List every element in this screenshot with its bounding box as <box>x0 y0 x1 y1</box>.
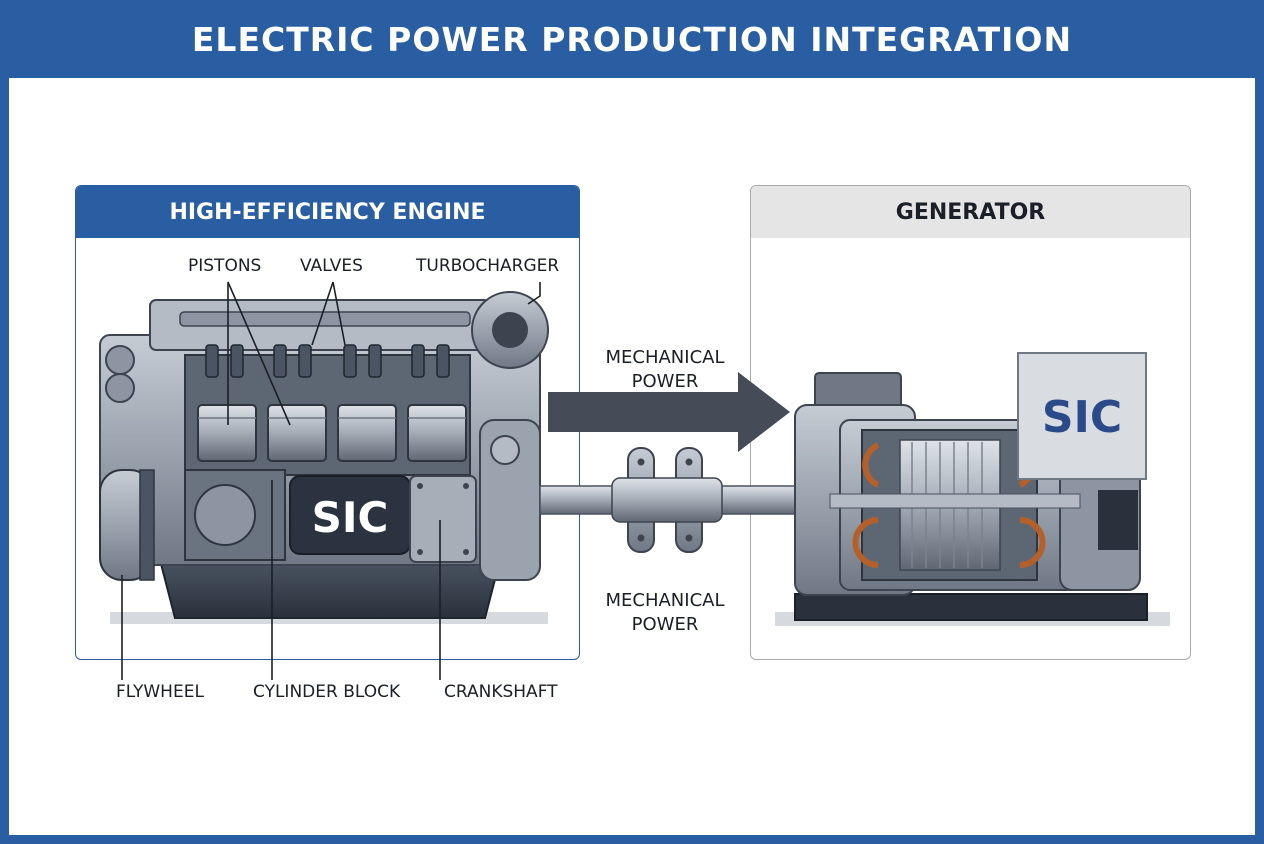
flow-label-top: MECHANICAL POWER <box>580 346 750 394</box>
label-valves: VALVES <box>300 256 363 276</box>
flywheel-ring-gear <box>139 469 155 581</box>
engine-badge-text: SIC <box>312 493 389 542</box>
label-turbocharger: TURBOCHARGER <box>416 256 560 276</box>
turbocharger-inlet <box>492 312 528 348</box>
label-crankshaft: CRANKSHAFT <box>444 682 558 702</box>
piston-set <box>197 404 467 462</box>
title-bar: ELECTRIC POWER PRODUCTION INTEGRATION <box>0 0 1264 78</box>
inspection-cover <box>409 475 477 563</box>
flow-label-bottom: MECHANICAL POWER <box>580 589 750 637</box>
valve-set <box>205 344 450 378</box>
pistons-leader <box>227 281 291 426</box>
engine-illustration <box>99 291 549 624</box>
generator-badge-cabinet <box>1017 352 1147 480</box>
label-pistons: PISTONS <box>188 256 262 276</box>
flow-label-bottom-line2: POWER <box>631 614 699 635</box>
engine-side-port <box>105 373 135 403</box>
drive-shaft <box>539 447 831 553</box>
turbocharger-leader <box>527 282 541 305</box>
rotor-shaft <box>829 493 1081 509</box>
oil-pan <box>158 559 502 619</box>
label-cylinder-block: CYLINDER BLOCK <box>253 682 401 702</box>
page-title: ELECTRIC POWER PRODUCTION INTEGRATION <box>191 19 1073 59</box>
flow-label-top-line1: MECHANICAL <box>605 347 725 368</box>
valves-leader <box>311 281 334 346</box>
generator-badge-text: SIC <box>1042 392 1122 443</box>
flow-label-top-line2: POWER <box>631 371 699 392</box>
mechanical-power-arrow <box>548 372 790 452</box>
generator-panel-header: GENERATOR <box>751 186 1190 238</box>
generator-illustration <box>775 352 1170 626</box>
generator-base <box>794 593 1148 621</box>
engine-panel-header: HIGH-EFFICIENCY ENGINE <box>76 186 579 238</box>
generator-vent <box>1098 490 1138 550</box>
callout-lines <box>121 281 541 680</box>
engine-side-port <box>105 345 135 375</box>
label-flywheel: FLYWHEEL <box>116 682 204 702</box>
coupling-hub <box>611 477 723 523</box>
camshaft <box>179 311 471 327</box>
valves-leader <box>332 281 346 346</box>
flow-label-bottom-line1: MECHANICAL <box>605 590 725 611</box>
crankshaft-journal <box>194 484 256 546</box>
pulley <box>490 435 520 465</box>
